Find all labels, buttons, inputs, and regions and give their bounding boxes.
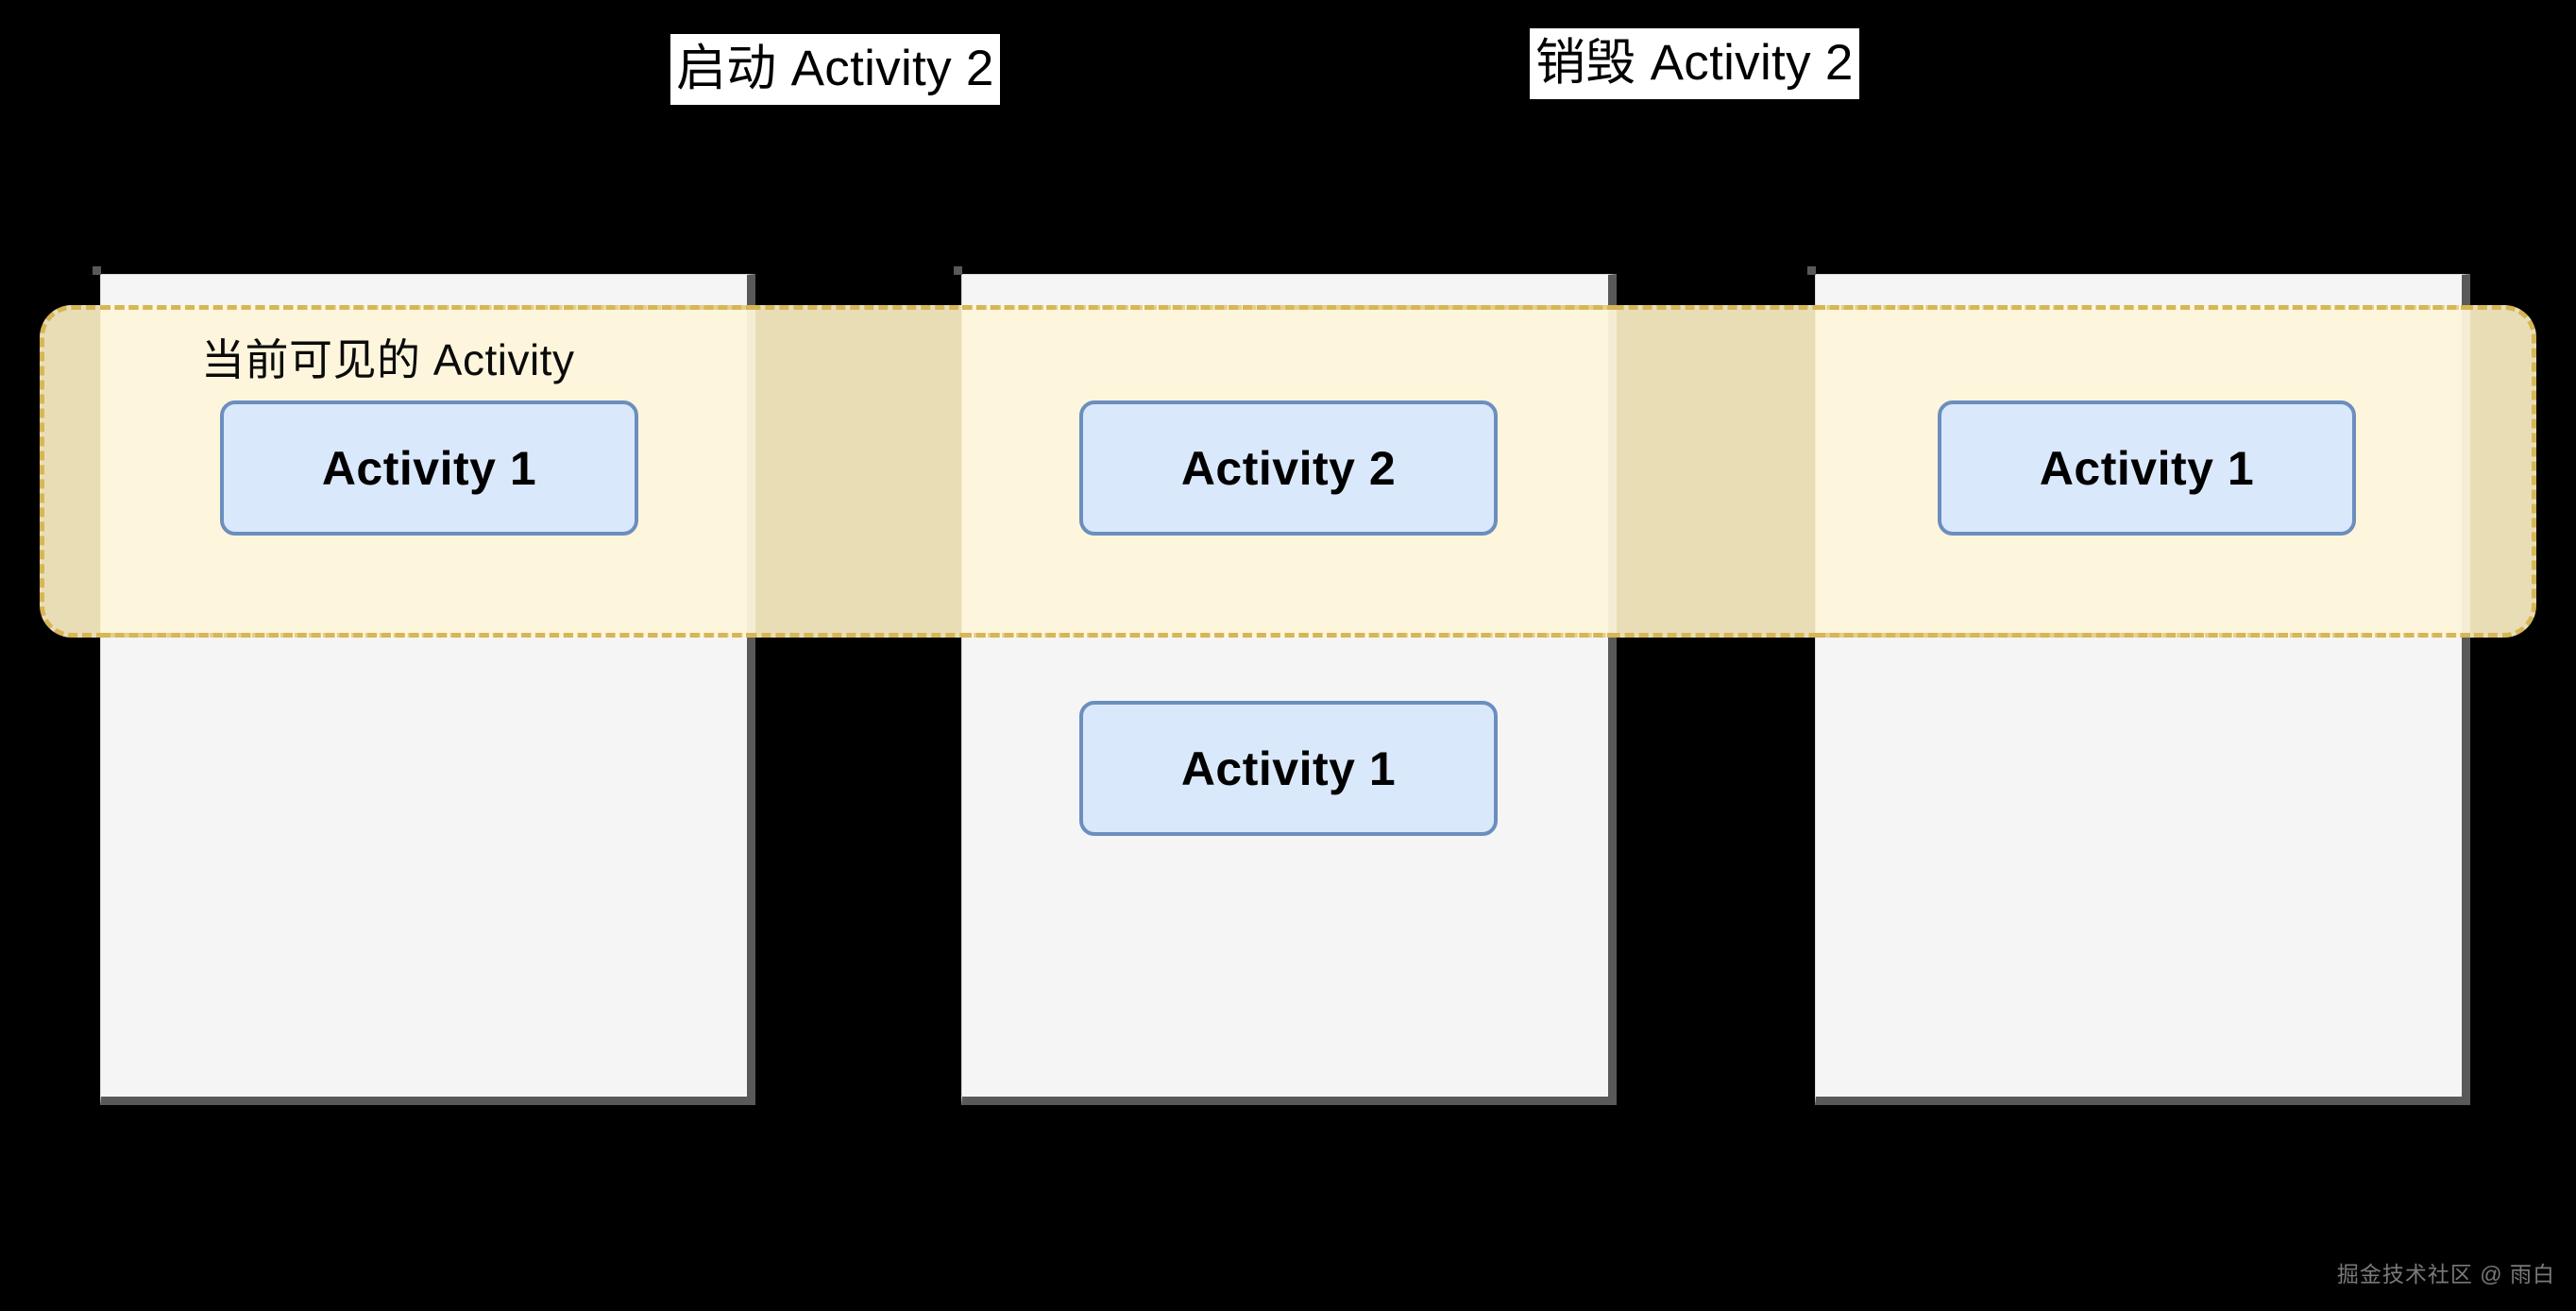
activity-card-panel3-activity1: Activity 1 [1938, 400, 2356, 536]
activity-stack-panel-1 [93, 266, 755, 1105]
activity-stack-panel-2 [954, 266, 1617, 1105]
transition-label-start-activity-2: 启动 Activity 2 [670, 34, 1000, 106]
transition-label-destroy-activity-2: 销毁 Activity 2 [1530, 28, 1859, 100]
transition-arrow-1 [1046, 83, 1067, 88]
activity-card-panel1-activity1: Activity 1 [220, 400, 638, 536]
activity-stack-panel-3 [1807, 266, 2470, 1105]
visible-activity-caption: 当前可见的 Activity [201, 335, 575, 384]
activity-card-panel2-activity2: Activity 2 [1079, 400, 1498, 536]
transition-arrow-2 [1513, 74, 1537, 78]
watermark: 掘金技术社区 @ 雨白 [2336, 1262, 2555, 1286]
activity-card-panel2-activity1: Activity 1 [1079, 701, 1498, 836]
